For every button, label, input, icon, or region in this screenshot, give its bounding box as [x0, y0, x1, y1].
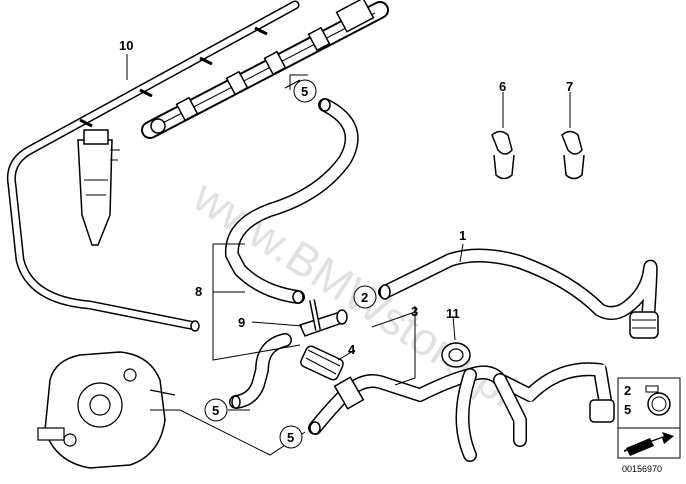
- legend-label-top: 2: [624, 383, 631, 398]
- label-part-9: 9: [238, 315, 245, 330]
- document-number: 00156970: [622, 464, 662, 474]
- svg-text:5: 5: [287, 430, 294, 445]
- injector: [77, 129, 120, 246]
- callout-5-left: 5: [204, 398, 228, 422]
- svg-text:5: 5: [301, 84, 308, 99]
- return-hose-upper: [224, 98, 359, 304]
- legend-box: 2 5: [617, 377, 681, 429]
- label-part-1: 1: [459, 228, 466, 243]
- clip-6: [491, 130, 515, 180]
- grommet: [441, 342, 471, 368]
- hose-clamp-icon: [645, 385, 671, 416]
- label-part-8: 8: [195, 284, 202, 299]
- clip-7: [561, 130, 585, 180]
- callout-5-top: 5: [293, 79, 317, 103]
- label-part-7: 7: [566, 79, 573, 94]
- label-part-3: 3: [411, 304, 418, 319]
- svg-text:2: 2: [361, 290, 368, 305]
- connector: [300, 345, 344, 381]
- leak-off-line: [6, 0, 300, 332]
- fuel-line-lower: [308, 362, 615, 462]
- legend-label-bottom: 5: [624, 402, 631, 417]
- direction-box: [617, 427, 681, 459]
- fuel-line: [378, 248, 659, 339]
- callout-2: 2: [353, 285, 377, 309]
- leader-lines: [126, 54, 571, 456]
- label-part-11: 11: [446, 306, 460, 321]
- callout-5-bottom: 5: [279, 425, 303, 449]
- label-part-4: 4: [348, 342, 356, 357]
- label-part-10: 10: [119, 38, 133, 53]
- t-piece: [298, 299, 348, 337]
- high-pressure-pump: [37, 351, 176, 469]
- label-part-6: 6: [499, 79, 506, 94]
- fuel-rail: [141, 0, 389, 139]
- svg-text:5: 5: [212, 403, 219, 418]
- return-hose-short: [229, 333, 292, 409]
